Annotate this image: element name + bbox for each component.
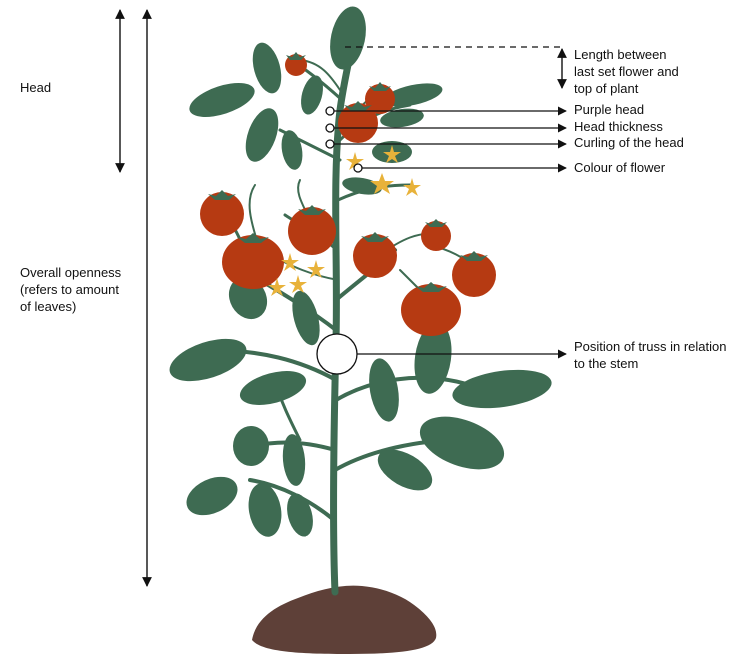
- leaf: [283, 491, 318, 540]
- purple-head-label: Purple head: [574, 101, 644, 118]
- leaf: [279, 129, 306, 172]
- overall-openness-label: Overall openness (refers to amount of le…: [20, 264, 121, 315]
- head-thickness-label: Head thickness: [574, 118, 663, 135]
- leaf: [185, 76, 258, 124]
- leaf: [365, 356, 404, 424]
- flower-marker: [354, 164, 362, 172]
- truss-circle: [317, 334, 357, 374]
- colour-flower-label: Colour of flower: [574, 159, 665, 176]
- leaf: [450, 364, 554, 414]
- flower: [403, 178, 421, 196]
- curling-head-marker: [326, 140, 334, 148]
- leaf: [341, 175, 383, 198]
- truss-position-label: Position of truss in relation to the ste…: [574, 338, 726, 372]
- curling-head-label: Curling of the head: [574, 134, 684, 151]
- purple-head-marker: [326, 107, 334, 115]
- soil-mound: [252, 586, 436, 654]
- leaf: [233, 426, 269, 466]
- head-thickness-marker: [326, 124, 334, 132]
- leaf: [325, 3, 372, 73]
- leaf: [236, 365, 309, 412]
- leaf: [297, 73, 327, 117]
- leaf: [239, 104, 284, 166]
- tomato: [222, 235, 284, 289]
- leaf: [180, 469, 243, 523]
- flower: [289, 275, 307, 293]
- head-label: Head: [20, 79, 51, 96]
- length-between-label: Length between last set flower and top o…: [574, 46, 679, 97]
- leaf: [164, 331, 251, 390]
